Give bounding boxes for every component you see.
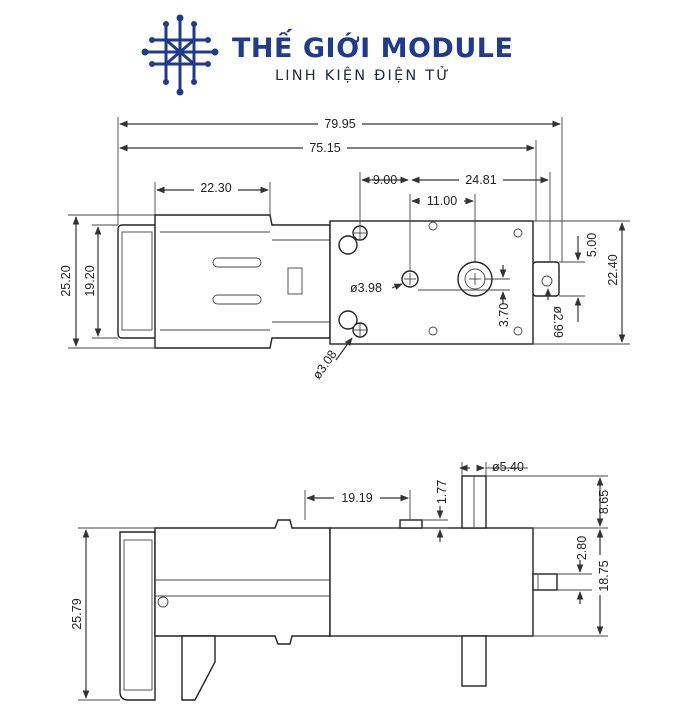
dim-height-outer: 25.20: [59, 265, 73, 296]
dim-tab-thickness: 2.80: [575, 536, 589, 560]
dim-hole-dia-tab: ø2.99: [551, 306, 565, 338]
logo: [130, 0, 522, 108]
top-view: 79.95 75.15 22.30 9.00 24.81 11.00 25.20: [59, 116, 630, 382]
dim-shaft-dia: ø5.40: [492, 460, 524, 474]
dim-total-length: 79.95: [324, 117, 355, 131]
dim-hole-dia-small: ø3.98: [350, 281, 382, 295]
dim-shaft-offset: 24.81: [465, 173, 496, 187]
dim-shaft-top: 8.65: [597, 490, 611, 514]
dim-gearbox-height: 22.40: [606, 254, 620, 285]
dim-hole-offset: 9.00: [373, 173, 397, 187]
circuit-logo-icon: [141, 14, 219, 96]
dim-motor-cap: 22.30: [200, 181, 231, 195]
dim-boss-height: 1.77: [435, 480, 449, 504]
dim-boss-offset: 19.19: [341, 491, 372, 505]
dim-body-length: 75.15: [309, 141, 340, 155]
side-view: ø5.40 19.19 1.77 8.65 25.79 2.80 18: [70, 460, 611, 701]
logo-subtitle: LINH KIỆN ĐIỆN TỬ: [275, 68, 451, 84]
dim-shaft-offset-v: 3.70: [497, 303, 511, 327]
dim-hole-spacing: 11.00: [427, 194, 457, 208]
logo-title: THẾ GIỚI MODULE: [232, 33, 514, 64]
dim-tab-height: 5.00: [585, 233, 599, 257]
dim-hole-dia-mount: ø3.08: [310, 348, 340, 382]
dim-shaft-center: 18.75: [597, 560, 611, 591]
dim-height-inner: 19.20: [83, 265, 97, 296]
dim-height-total: 25.79: [70, 598, 84, 629]
